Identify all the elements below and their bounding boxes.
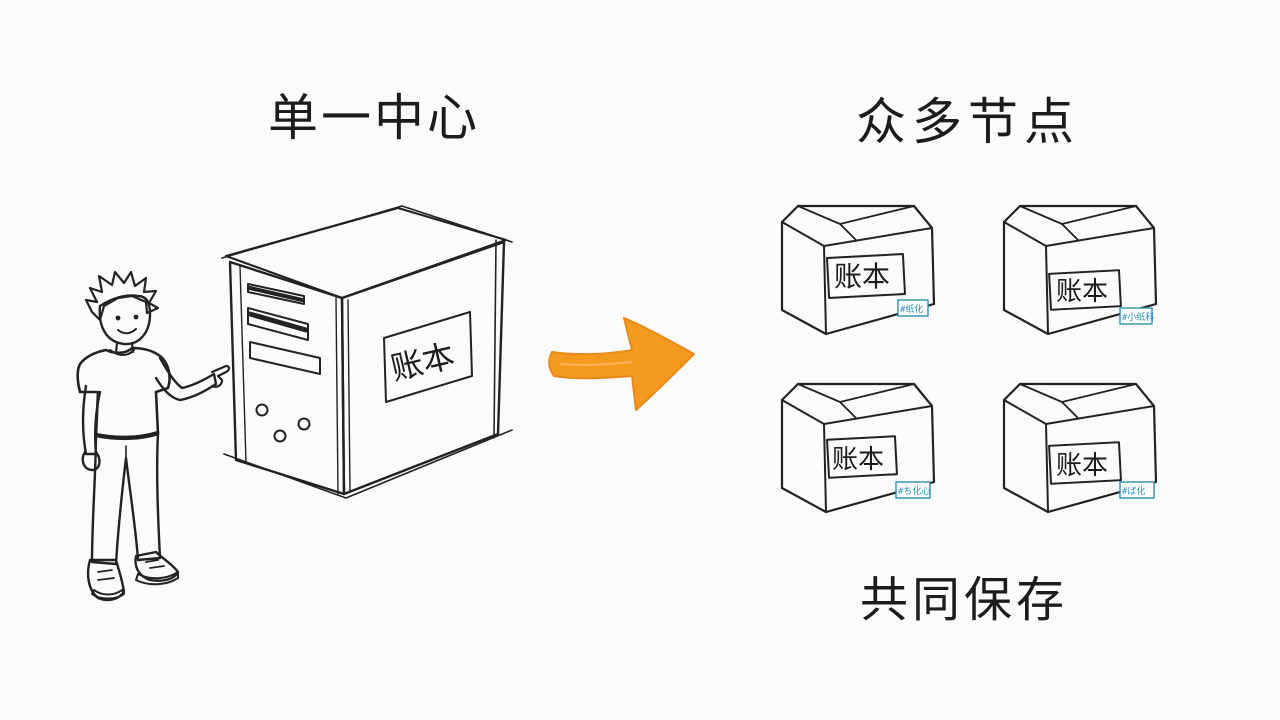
server-box: 账本 (221, 205, 513, 499)
node-3-tag: #ち化心 (898, 485, 930, 497)
many-nodes-title: 众多节点 (856, 93, 1080, 151)
node-box-3: 账本 #ち化心 (780, 382, 936, 514)
node-box-2: 账本 #小纸科 (1002, 204, 1158, 336)
server-ledger-label: 账本 (387, 336, 458, 387)
node-1-ledger-label: 账本 (834, 260, 890, 293)
node-box-1: 账本 #纸化 (780, 204, 936, 336)
node-1-tag: #纸化 (900, 303, 923, 315)
node-4-ledger-label: 账本 (1056, 451, 1108, 481)
node-3-ledger-label: 账本 (832, 445, 884, 475)
node-4-tag: #ば化 (1122, 485, 1145, 497)
transition-arrow (548, 317, 695, 411)
node-2-tag: #小纸科 (1122, 311, 1154, 323)
shared-storage-caption: 共同保存 (860, 572, 1069, 628)
person-figure (76, 270, 231, 602)
node-box-4: 账本 #ば化 (1002, 382, 1158, 514)
node-2-ledger-label: 账本 (1056, 277, 1108, 307)
single-center-title: 单一中心 (268, 89, 480, 147)
